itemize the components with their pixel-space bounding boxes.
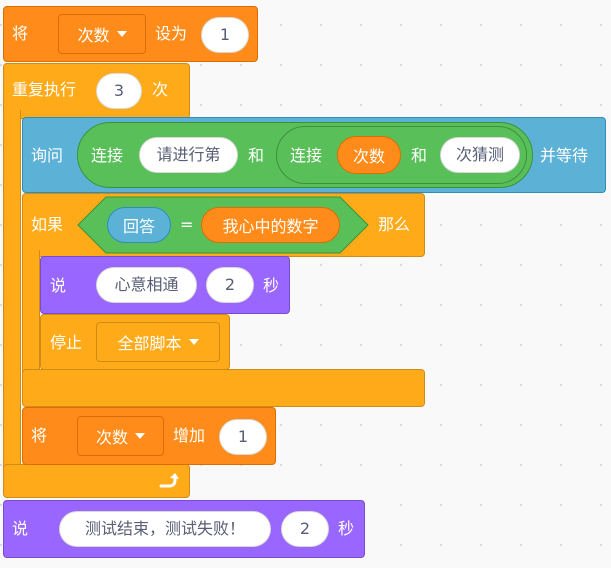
if-block-bottom[interactable] [22, 369, 425, 407]
ask-suffix-label: 并等待 [540, 146, 589, 165]
set-variable-name: 次数 [77, 26, 110, 45]
say-end-keyword: 说 [12, 519, 29, 538]
join-outer-and-label: 和 [248, 146, 265, 165]
join-inner-keyword: 连接 [290, 146, 323, 165]
change-value-input[interactable]: 1 [219, 419, 267, 455]
chevron-down-icon [116, 31, 127, 37]
repeat-block-arm[interactable] [3, 110, 21, 495]
if-block-arm[interactable] [22, 250, 40, 380]
join-inner-text-input[interactable]: 次猜测 [440, 137, 520, 173]
change-by-label: 增加 [173, 426, 206, 445]
answer-reporter[interactable]: 回答 [107, 207, 171, 243]
say-secs-unit: 秒 [263, 276, 280, 295]
chevron-down-icon [135, 433, 145, 439]
stop-keyword: 停止 [50, 333, 83, 352]
stop-option-label: 全部脚本 [117, 334, 182, 353]
if-label: 如果 [31, 215, 64, 234]
join-outer-text-input[interactable]: 请进行第 [139, 137, 238, 173]
loop-arrow-icon [159, 473, 179, 488]
say-secs-input[interactable]: 2 [206, 267, 254, 303]
count-variable-reporter[interactable]: 次数 [337, 136, 401, 174]
then-label: 那么 [378, 215, 411, 234]
say-end-secs-input[interactable]: 2 [281, 511, 329, 547]
stop-option-dropdown[interactable]: 全部脚本 [96, 322, 220, 362]
set-value-input[interactable]: 1 [201, 17, 249, 53]
my-number-variable[interactable]: 我心中的数字 [201, 207, 340, 243]
repeat-count-input[interactable]: 3 [96, 73, 142, 109]
set-to-label: 设为 [155, 24, 188, 43]
say-keyword: 说 [50, 276, 67, 295]
join-inner-and-label: 和 [411, 146, 428, 165]
change-keyword: 将 [31, 426, 48, 445]
say-text-input[interactable]: 心意相通 [96, 267, 197, 303]
set-variable-dropdown[interactable]: 次数 [58, 14, 146, 54]
repeat-unit-label: 次 [152, 80, 169, 99]
equals-operator: = [180, 215, 194, 234]
set-keyword: 将 [12, 24, 29, 43]
say-end-text-input[interactable]: 测试结束，测试失败！ [59, 511, 271, 547]
change-variable-dropdown[interactable]: 次数 [77, 416, 164, 456]
repeat-label: 重复执行 [12, 80, 77, 99]
join-outer-keyword: 连接 [91, 146, 124, 165]
change-variable-name: 次数 [95, 428, 128, 447]
say-end-secs-unit: 秒 [338, 519, 355, 538]
ask-keyword: 询问 [31, 146, 64, 165]
repeat-block-bottom[interactable] [3, 464, 190, 498]
chevron-down-icon [188, 339, 199, 345]
